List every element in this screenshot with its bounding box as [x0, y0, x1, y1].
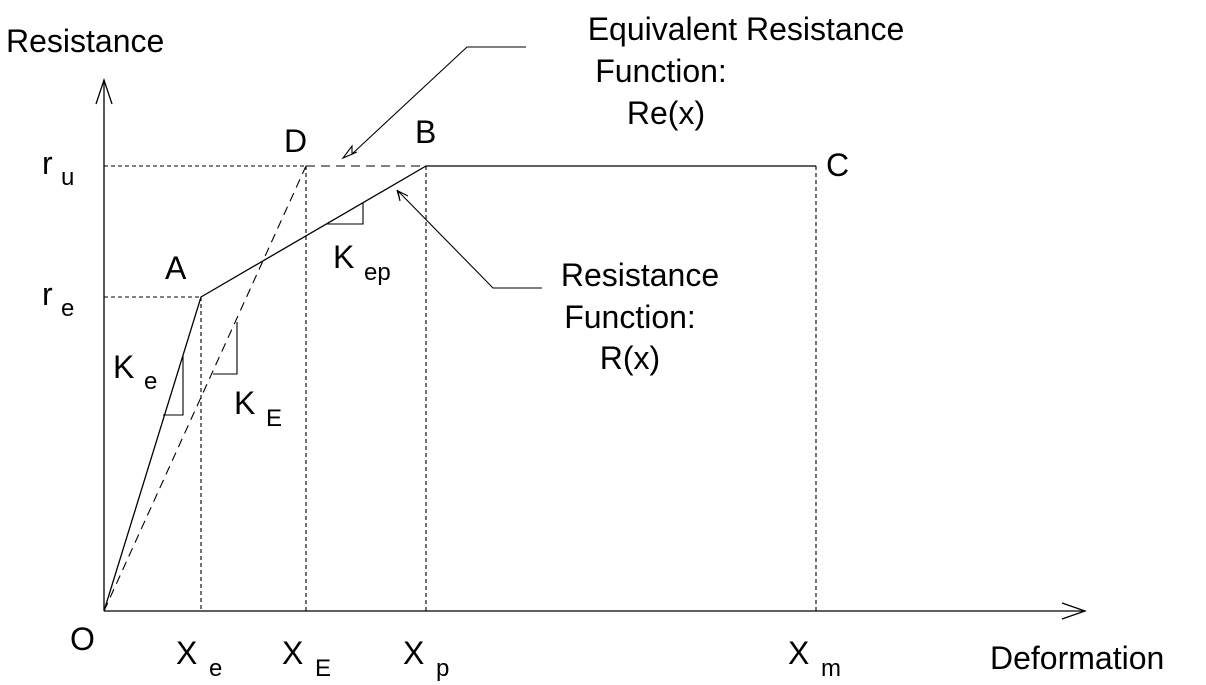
resistance-callout-line2: Function:	[564, 299, 696, 335]
ru-label-sub: u	[61, 164, 74, 191]
point-a-label: A	[165, 250, 187, 286]
xm-label-sub: m	[821, 655, 841, 682]
x-mark-xe: X e	[176, 635, 222, 682]
xE-label-main: X	[282, 635, 303, 671]
point-b-label: B	[415, 114, 436, 150]
equivalent-elastic-segment	[103, 165, 307, 612]
xe-label-main: X	[176, 635, 197, 671]
slope-kE: K E	[234, 385, 282, 432]
callout-leaders	[341, 46, 542, 289]
equivalent-callout-arrowhead	[341, 144, 358, 160]
xp-label-sub: p	[436, 655, 449, 682]
xm-label-main: X	[788, 635, 809, 671]
ke-label-main: K	[113, 349, 134, 385]
re-label-sub: e	[61, 295, 74, 322]
kep-label-main: K	[333, 239, 354, 275]
ru-label-main: r	[42, 145, 53, 181]
slope-triangles	[163, 203, 364, 416]
equivalent-callout-line3: Re(x)	[627, 95, 705, 131]
equivalent-resistance-curve	[103, 165, 426, 612]
equivalent-callout-line1: Equivalent Resistance	[588, 11, 905, 47]
ke-label-sub: e	[144, 368, 157, 395]
xp-label-main: X	[403, 635, 424, 671]
equivalent-callout-line2: Function:	[595, 53, 727, 89]
ke-slope-triangle	[163, 356, 184, 416]
y-level-ru: r u	[42, 145, 74, 191]
point-c-label: C	[826, 147, 849, 183]
kep-label-sub: ep	[364, 259, 391, 286]
re-label-main: r	[42, 276, 53, 312]
resistance-callout-text: Resistance Function: R(x)	[561, 257, 719, 376]
resistance-callout-line1: Resistance	[561, 257, 719, 293]
y-level-re: r e	[42, 276, 74, 322]
resistance-callout-arrowhead	[396, 189, 409, 202]
y-axis-title: Resistance	[6, 23, 164, 59]
y-axis-arrowhead	[95, 77, 113, 105]
axes	[95, 77, 1087, 620]
point-d-label: D	[284, 123, 307, 159]
xe-label-sub: e	[209, 655, 222, 682]
reference-lines	[104, 165, 817, 611]
x-axis-arrowhead	[1061, 602, 1087, 620]
resistance-callout-leader	[396, 189, 542, 289]
slope-kep: K ep	[333, 239, 391, 286]
kE-slope-triangle	[213, 322, 238, 375]
slope-ke: K e	[113, 349, 157, 395]
equivalent-callout-text: Equivalent Resistance Function: Re(x)	[588, 11, 905, 131]
x-mark-xm: X m	[788, 635, 841, 682]
kE-label-sub: E	[266, 405, 282, 432]
resistance-curve	[103, 165, 816, 612]
x-mark-xE: X E	[282, 635, 331, 682]
equivalent-callout-leader	[351, 46, 526, 155]
x-axis-title: Deformation	[990, 640, 1164, 676]
origin-label: O	[70, 621, 95, 657]
xE-label-sub: E	[315, 655, 331, 682]
x-mark-xp: X p	[403, 635, 449, 682]
kep-slope-triangle	[327, 203, 364, 225]
kE-label-main: K	[234, 385, 255, 421]
resistance-callout-line3: R(x)	[600, 340, 660, 376]
